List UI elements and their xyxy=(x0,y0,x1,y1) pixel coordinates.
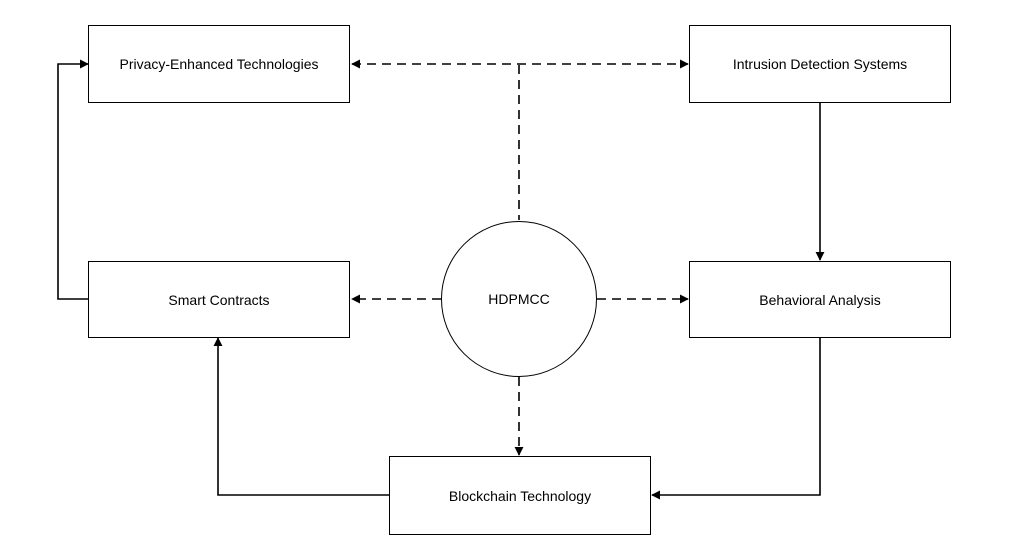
edge-behavioral-blockchain xyxy=(651,338,821,500)
edge-blockchain-smart-contracts xyxy=(213,337,389,496)
node-intrusion-detection-systems: Intrusion Detection Systems xyxy=(689,25,951,103)
edge-smart-contracts-privacy xyxy=(57,59,89,300)
node-label: Behavioral Analysis xyxy=(759,291,881,308)
node-label: Privacy-Enhanced Technologies xyxy=(119,56,319,72)
node-label: Intrusion Detection Systems xyxy=(732,56,908,72)
node-privacy-enhanced-technologies: Privacy-Enhanced Technologies xyxy=(88,25,350,103)
node-behavioral-analysis: Behavioral Analysis xyxy=(689,261,951,338)
node-label: Smart Contracts xyxy=(168,291,270,308)
center-label: HDPMCC xyxy=(488,291,550,307)
node-blockchain-technology: Blockchain Technology xyxy=(389,456,651,535)
center-node-hdpmcc: HDPMCC xyxy=(441,221,597,377)
node-label: Blockchain Technology xyxy=(448,487,592,504)
node-smart-contracts: Smart Contracts xyxy=(88,261,350,338)
